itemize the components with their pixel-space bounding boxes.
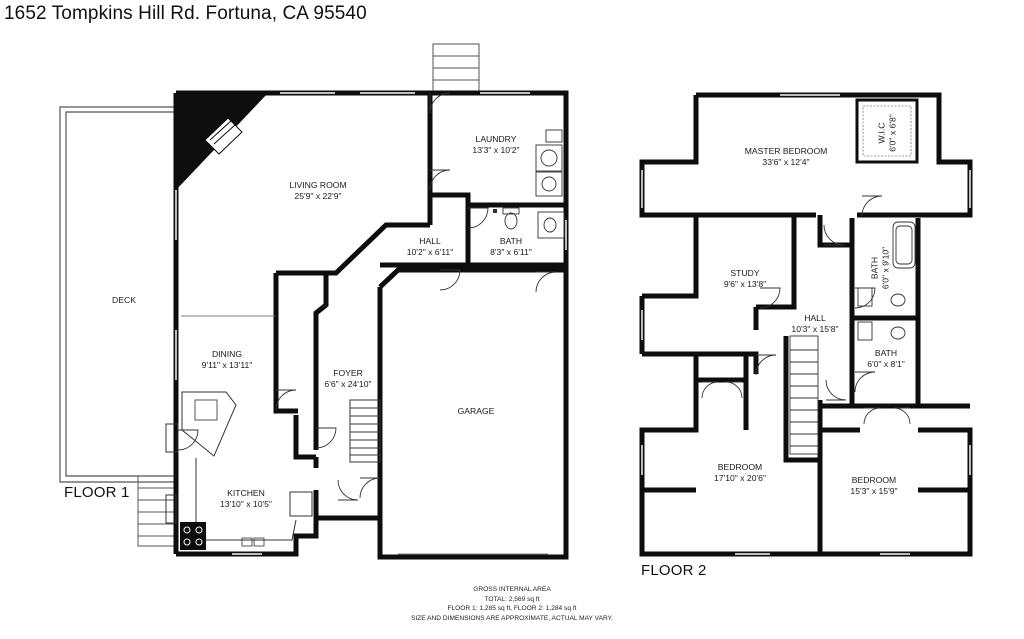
room-name: FOYER xyxy=(333,368,363,378)
window-lines-floor-1 xyxy=(175,92,567,555)
window-lines-floor-2 xyxy=(641,94,971,555)
area-summary: GROSS INTERNAL AREA TOTAL: 2,569 sq ft F… xyxy=(411,585,613,623)
room-label-bath-lower: BATH 6'0" x 8'1" xyxy=(867,348,905,369)
walk-in-closet xyxy=(855,98,919,164)
floor-2-plan xyxy=(639,92,973,557)
room-name: BEDROOM xyxy=(717,462,763,472)
room-label-living-room: LIVING ROOM 25'9" x 22'9" xyxy=(289,180,346,201)
room-label-foyer: FOYER 6'6" x 24'10" xyxy=(324,368,371,389)
laundry-fixtures xyxy=(535,129,563,197)
room-dimensions: 25'9" x 22'9" xyxy=(294,190,342,201)
room-dimensions: 8'3" x 6'11" xyxy=(490,246,532,257)
room-name: DINING xyxy=(211,349,243,359)
room-label-laundry: LAUNDRY 13'3" x 10'2" xyxy=(472,134,519,155)
room-name: LAUNDRY xyxy=(475,134,517,144)
room-name: HALL xyxy=(419,236,441,246)
room-name: BATH xyxy=(874,348,898,358)
deck xyxy=(59,106,176,483)
room-name: DECK xyxy=(112,295,136,305)
room-dimensions: 9'6" x 13'8" xyxy=(723,278,767,289)
room-name: MASTER BEDROOM xyxy=(744,146,828,156)
room-dimensions: 13'10" x 10'5" xyxy=(220,498,272,509)
area-total: TOTAL: 2,569 sq ft xyxy=(484,595,540,603)
foyer-stairs xyxy=(349,399,381,463)
room-label-wic: W.I.C 6'0" x 6'8" xyxy=(877,114,898,152)
room-name: BATH xyxy=(499,236,523,246)
room-label-deck: DECK xyxy=(112,295,136,306)
area-disclaimer: SIZE AND DIMENSIONS ARE APPROXIMATE, ACT… xyxy=(410,614,614,622)
room-label-bath-upper: BATH 6'0" x 9'10" xyxy=(870,247,891,289)
room-label-kitchen: KITCHEN 13'10" x 10'5" xyxy=(220,488,272,509)
room-name: HALL xyxy=(804,313,826,323)
area-by-floor: FLOOR 1: 1,285 sq ft, FLOOR 2: 1,284 sq … xyxy=(447,605,577,613)
room-dimensions: 6'0" x 6'8" xyxy=(887,114,897,152)
stove-burners xyxy=(183,526,203,546)
floor-2-label: FLOOR 2 xyxy=(641,562,707,579)
floor-1-label: FLOOR 1 xyxy=(64,484,130,501)
room-dimensions: 13'3" x 10'2" xyxy=(472,144,520,155)
fireplace-hearth xyxy=(204,117,243,155)
room-label-bedroom-right: BEDROOM 15'3" x 15'9" xyxy=(850,475,897,496)
room-dimensions: 10'3" x 15'8" xyxy=(791,323,839,334)
bath-1-vanity-marker xyxy=(493,209,497,213)
upstairs-stairs xyxy=(789,335,819,455)
property-address: 1652 Tompkins Hill Rd. Fortuna, CA 95540 xyxy=(4,3,367,24)
room-dimensions: 33'6" x 12'4" xyxy=(762,156,810,167)
room-label-study: STUDY 9'6" x 13'8" xyxy=(724,268,766,289)
room-label-garage: GARAGE xyxy=(458,406,495,417)
room-dimensions: 9'11" x 13'11" xyxy=(201,359,253,370)
room-label-hall-upper: HALL 10'3" x 15'8" xyxy=(791,313,838,334)
room-label-bedroom-left: BEDROOM 17'10" x 20'6" xyxy=(714,462,766,483)
kitchen-fixtures xyxy=(165,391,313,541)
area-heading: GROSS INTERNAL AREA xyxy=(473,586,551,593)
room-label-dining: DINING 9'11" x 13'11" xyxy=(202,349,253,370)
deck-stairs xyxy=(137,475,177,547)
room-dimensions: 6'6" x 24'10" xyxy=(324,378,372,389)
stove xyxy=(180,522,206,550)
room-dimensions: 10'2" x 6'11" xyxy=(406,246,454,257)
room-name: LIVING ROOM xyxy=(289,180,347,190)
bath-1-fixtures xyxy=(502,207,565,239)
doors-floor-2 xyxy=(701,195,911,425)
room-label-hall: HALL 10'2" x 6'11" xyxy=(407,236,454,257)
room-dimensions: 15'3" x 15'9" xyxy=(850,485,898,496)
room-name: W.I.C xyxy=(876,122,887,144)
floor-2-walls xyxy=(639,92,973,557)
room-name: BEDROOM xyxy=(851,475,897,485)
room-name: STUDY xyxy=(730,268,760,278)
room-name: GARAGE xyxy=(457,406,495,416)
doors-floor-1 xyxy=(177,92,557,501)
room-dimensions: 6'0" x 9'10" xyxy=(880,246,890,290)
room-dimensions: 17'10" x 20'6" xyxy=(714,472,766,483)
room-dimensions: 6'0" x 8'1" xyxy=(867,358,905,369)
windows-floor-1 xyxy=(175,92,567,555)
rear-stairs xyxy=(432,43,480,95)
upstairs-bath-fixtures xyxy=(857,221,916,341)
room-label-bath: BATH 8'3" x 6'11" xyxy=(490,236,532,257)
room-label-master-bedroom: MASTER BEDROOM 33'6" x 12'4" xyxy=(745,146,828,167)
room-name: KITCHEN xyxy=(227,488,265,498)
kitchen-sink xyxy=(241,537,265,547)
room-name: BATH xyxy=(869,256,880,280)
floor-1-plan xyxy=(59,43,569,560)
